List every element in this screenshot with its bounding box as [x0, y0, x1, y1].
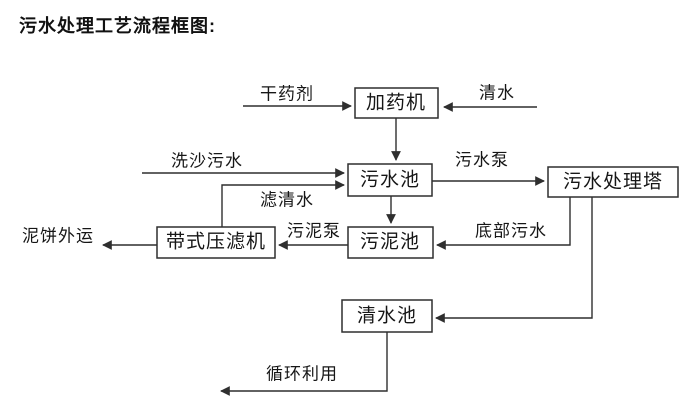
label-clean-water: 清水: [479, 84, 515, 103]
node-clean-water-pool: 清水池: [341, 299, 433, 333]
node-clean-water-pool-label: 清水池: [357, 305, 417, 327]
node-belt-filter-press-box: [156, 226, 276, 259]
label-mud-cake-out: 泥饼外运: [22, 227, 94, 246]
edge-bottom-sewage-to-sludge-pool: [436, 197, 571, 250]
node-treatment-tower-box: [547, 166, 679, 198]
node-dosing-machine-box: [354, 87, 439, 119]
nodes: 加药机 污水池 污水处理塔 污泥池 带式压滤机 清水池: [156, 87, 679, 333]
node-sludge-pool-label: 污泥池: [360, 231, 420, 253]
node-belt-filter-press: 带式压滤机: [156, 226, 276, 259]
label-dry-agent: 干药剂: [260, 85, 314, 104]
page-title: 污水处理工艺流程框图:: [19, 16, 216, 36]
node-sludge-pool-box: [347, 226, 434, 259]
edge-tower-to-clean-pool: [435, 197, 593, 323]
label-sewage-pump: 污水泵: [455, 151, 509, 170]
node-treatment-tower: 污水处理塔: [547, 166, 679, 198]
node-treatment-tower-label: 污水处理塔: [563, 171, 663, 193]
edges: [102, 101, 593, 396]
node-sludge-pool: 污泥池: [347, 226, 434, 259]
node-sewage-pool: 污水池: [347, 163, 433, 197]
label-recycle-use: 循环利用: [266, 365, 338, 384]
label-sludge-pump: 污泥泵: [287, 222, 341, 241]
label-sand-washing-sewage: 洗沙污水: [171, 152, 243, 171]
edge-clean-pool-to-recycle: [220, 332, 388, 396]
node-clean-water-pool-box: [341, 299, 433, 333]
node-sewage-pool-box: [347, 163, 433, 197]
label-bottom-sewage: 底部污水: [475, 222, 547, 241]
edge-labels: 干药剂 清水 洗沙污水 滤清水 污水泵 底部污水 污泥泵 泥饼外运 循环利用: [22, 84, 547, 384]
node-dosing-machine-label: 加药机: [366, 92, 426, 114]
node-sewage-pool-label: 污水池: [360, 169, 420, 191]
label-filtered-water: 滤清水: [260, 191, 314, 210]
node-belt-filter-press-label: 带式压滤机: [166, 231, 266, 253]
edge-filtered-water-to-sewage-pool: [221, 180, 345, 227]
node-dosing-machine: 加药机: [354, 87, 439, 119]
